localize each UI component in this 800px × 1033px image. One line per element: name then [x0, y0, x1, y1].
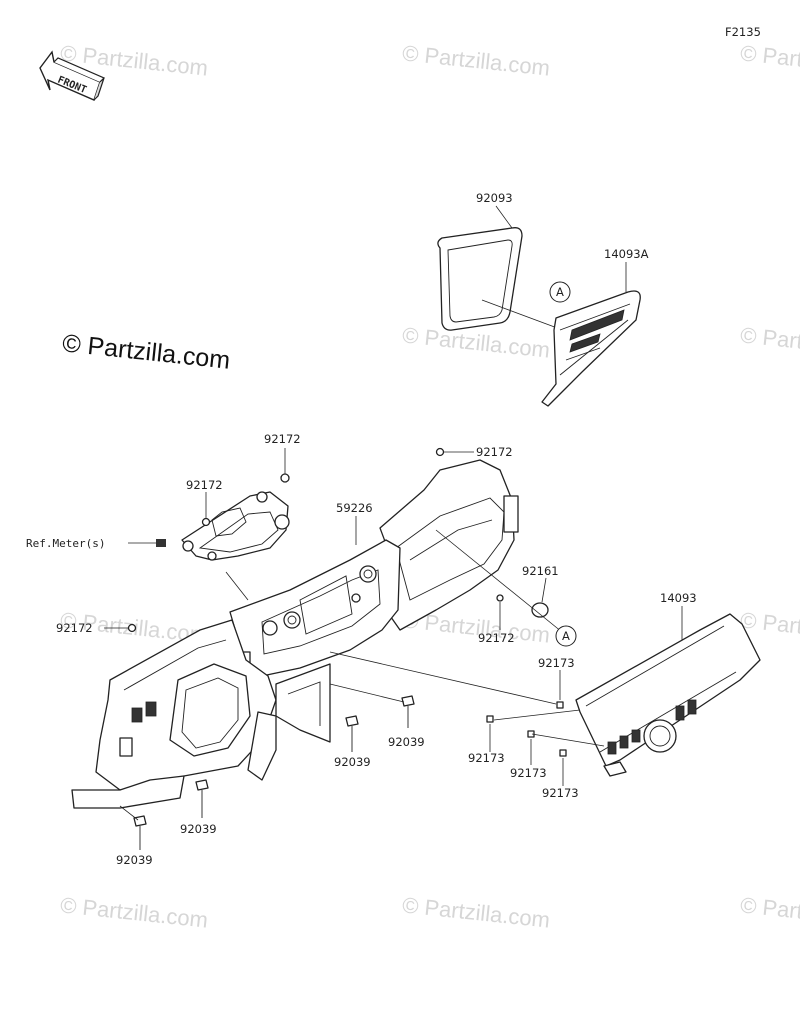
fastener-92173-d — [559, 749, 567, 757]
panel-14093A — [541, 290, 641, 407]
label-14093A: 14093A — [604, 247, 649, 261]
clip-92039-d — [133, 815, 147, 850]
label-ref-meters: Ref.Meter(s) — [26, 537, 105, 550]
label-92173-a: 92173 — [538, 656, 575, 670]
fastener-92172-bracket — [201, 517, 211, 527]
dashboard-59226 — [71, 459, 519, 809]
fastener-92172-left — [127, 623, 137, 633]
fastener-92173-a — [556, 701, 564, 709]
callout-a-bottom: A — [562, 629, 570, 643]
label-92039-b: 92039 — [334, 755, 371, 769]
label-92172-center: 92172 — [478, 631, 515, 645]
grommet-92161 — [531, 602, 549, 618]
fastener-92173-b — [486, 715, 494, 723]
callout-a-top: A — [556, 285, 564, 299]
diagram-code: F2135 — [725, 25, 761, 39]
fastener-92172-center — [496, 594, 504, 602]
label-59226: 59226 — [336, 501, 373, 515]
leader-92093 — [495, 205, 513, 229]
fastener-92172-right — [435, 447, 445, 457]
label-92172-right: 92172 — [476, 445, 513, 459]
label-92039-d: 92039 — [116, 853, 153, 867]
clip-92039-a — [401, 695, 415, 728]
label-92173-b: 92173 — [468, 751, 505, 765]
label-92172-left: 92172 — [56, 621, 93, 635]
fastener-92172-top — [280, 473, 290, 483]
label-92161: 92161 — [522, 564, 559, 578]
label-92093: 92093 — [476, 191, 513, 205]
panel-14093 — [575, 613, 761, 777]
front-arrow-icon: FRONT — [39, 50, 106, 101]
label-92172-top: 92172 — [264, 432, 301, 446]
callout-a-circle — [555, 625, 577, 647]
label-92039-c: 92039 — [180, 822, 217, 836]
label-92172-bracket: 92172 — [186, 478, 223, 492]
label-92173-d: 92173 — [542, 786, 579, 800]
ref-meter-connector — [156, 539, 166, 547]
label-92039-a: 92039 — [388, 735, 425, 749]
meter-bracket — [181, 491, 290, 561]
seal-92093 — [437, 227, 523, 331]
label-92173-c: 92173 — [510, 766, 547, 780]
callout-a-circle — [549, 281, 571, 303]
leader-seal-to-panel — [481, 299, 569, 333]
label-14093: 14093 — [660, 591, 697, 605]
clip-92039-c — [195, 779, 209, 818]
clip-92039-b — [345, 715, 359, 752]
